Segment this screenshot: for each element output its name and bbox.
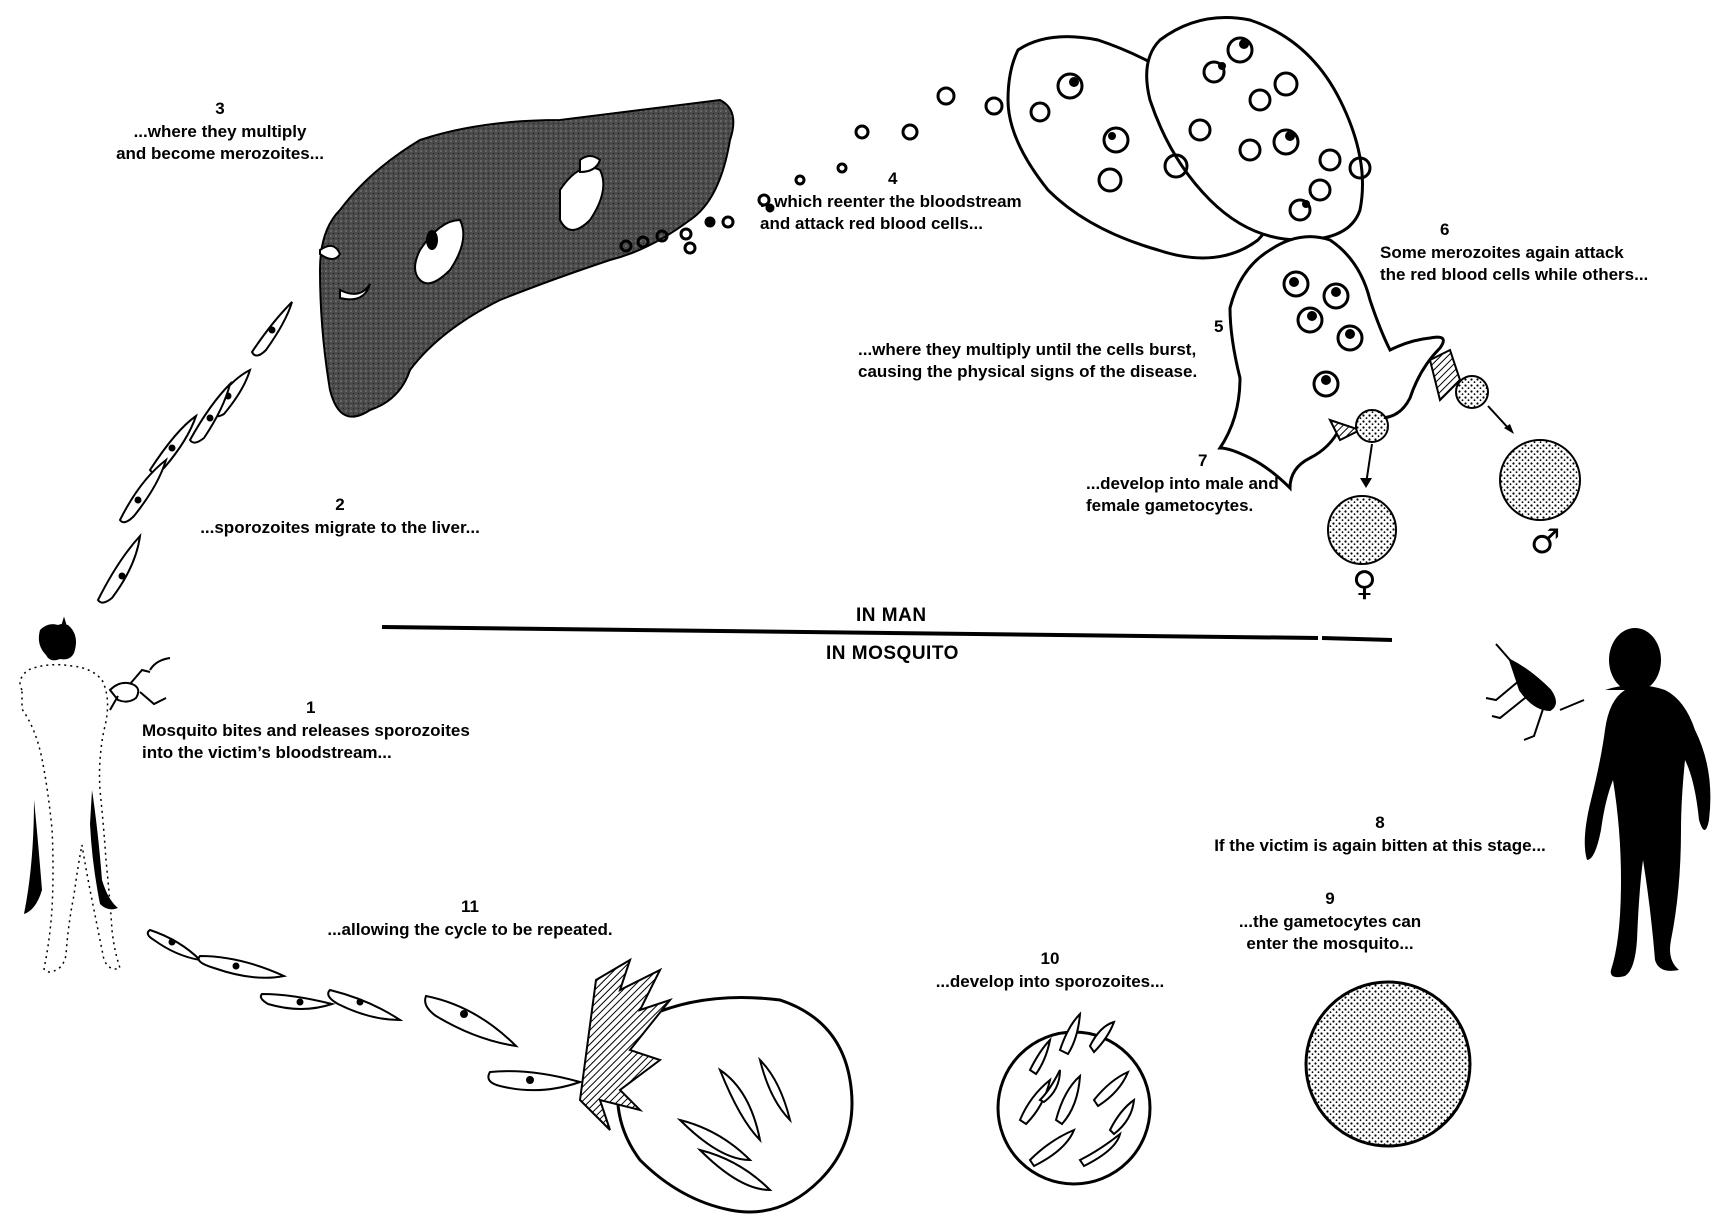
sporozoites-to-liver <box>98 302 292 603</box>
step-1-label: 1 Mosquito bites and releases sporozoite… <box>142 697 542 765</box>
step-3-number: 3 <box>100 98 340 121</box>
step-4-text: ...which reenter the bloodstream and att… <box>760 191 1100 236</box>
step-9-label: 9 ...the gametocytes can enter the mosqu… <box>1210 888 1450 956</box>
step-10-label: 10 ...develop into sporozoites... <box>910 948 1190 993</box>
step-6-text: Some merozoites again attack the red blo… <box>1380 242 1700 287</box>
step-9-text: ...the gametocytes can enter the mosquit… <box>1210 911 1450 956</box>
sporozoites-returning <box>148 930 580 1090</box>
step-11-text: ...allowing the cycle to be repeated. <box>300 919 640 942</box>
step-11-label: 11 ...allowing the cycle to be repeated. <box>300 896 640 941</box>
step-7-label: 7 ...develop into male and female gameto… <box>1086 450 1326 518</box>
step-2-text: ...sporozoites migrate to the liver... <box>170 517 510 540</box>
step-4-number: 4 <box>760 168 1100 191</box>
step-10-text: ...develop into sporozoites... <box>910 971 1190 994</box>
step-3-label: 3 ...where they multiply and become mero… <box>100 98 340 166</box>
step-11-number: 11 <box>300 896 640 919</box>
bursting-oocyst <box>580 960 852 1212</box>
step-2-number: 2 <box>170 494 510 517</box>
step-8-text: If the victim is again bitten at this st… <box>1170 835 1590 858</box>
step-8-label: 8 If the victim is again bitten at this … <box>1170 812 1590 857</box>
liver <box>320 100 733 417</box>
human-figure-right <box>1585 628 1711 977</box>
female-symbol: ♀ <box>1352 562 1377 607</box>
step-2-label: 2 ...sporozoites migrate to the liver... <box>170 494 510 539</box>
step-6-number: 6 <box>1380 219 1700 242</box>
step-10-number: 10 <box>910 948 1190 971</box>
sporozoite-cyst <box>998 1014 1150 1184</box>
step-1-number: 1 <box>142 697 542 720</box>
step-5-label: 5 ...where they multiply until the cells… <box>858 316 1278 384</box>
step-9-number: 9 <box>1210 888 1450 911</box>
step-7-number: 7 <box>1086 450 1326 473</box>
step-8-number: 8 <box>1170 812 1590 835</box>
step-7-text: ...develop into male and female gametocy… <box>1086 473 1326 518</box>
step-3-text: ...where they multiply and become merozo… <box>100 121 340 166</box>
human-figure-left <box>20 620 120 972</box>
in-man-label: IN MAN <box>856 605 927 627</box>
in-man-mosquito-divider <box>382 627 1392 640</box>
step-1-text: Mosquito bites and releases sporozoites … <box>142 720 542 765</box>
step-5-text: ...where they multiply until the cells b… <box>858 339 1278 384</box>
oocyst-stippled <box>1306 982 1470 1146</box>
in-mosquito-label: IN MOSQUITO <box>826 643 959 665</box>
step-5-number: 5 <box>858 316 1278 339</box>
male-symbol: ♂ <box>1530 520 1560 565</box>
step-6-label: 6 Some merozoites again attack the red b… <box>1380 219 1700 287</box>
step-4-label: 4 ...which reenter the bloodstream and a… <box>760 168 1100 236</box>
mosquito-right <box>1486 644 1584 740</box>
